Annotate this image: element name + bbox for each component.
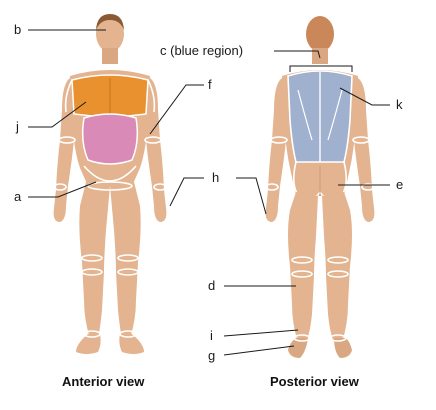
leader-g xyxy=(223,345,295,356)
leader-j xyxy=(28,101,87,128)
label-h: h xyxy=(212,170,220,185)
label-i: i xyxy=(210,328,213,343)
leader-c-bracket xyxy=(289,65,353,72)
anterior-right-foot xyxy=(119,334,144,354)
label-f: f xyxy=(208,77,212,92)
scapula-outline xyxy=(297,89,343,141)
posterior-right-leg xyxy=(322,192,352,342)
anterior-abdomen-region xyxy=(81,113,139,165)
anterior-left-foot xyxy=(76,334,101,354)
posterior-left-leg xyxy=(288,192,318,342)
leader-lines xyxy=(28,29,390,356)
label-b: b xyxy=(14,22,22,37)
caption-anterior: Anterior view xyxy=(62,374,145,389)
leader-f xyxy=(149,84,204,135)
anterior-left-leg xyxy=(79,182,110,338)
posterior-head xyxy=(306,16,334,52)
caption-posterior: Posterior view xyxy=(270,374,359,389)
leader-k xyxy=(339,87,390,106)
label-k: k xyxy=(396,97,403,112)
leader-i xyxy=(223,329,299,337)
label-d: d xyxy=(208,278,216,293)
label-a: a xyxy=(14,189,22,204)
leader-a xyxy=(28,181,97,198)
anterior-hair xyxy=(96,14,124,30)
label-c: c (blue region) xyxy=(160,43,244,58)
anterior-right-leg xyxy=(110,182,141,338)
posterior-region-outlines xyxy=(265,136,375,342)
leader-c-left xyxy=(274,50,321,59)
posterior-neck xyxy=(312,48,328,64)
anterior-figure xyxy=(53,14,167,354)
anterior-head xyxy=(96,16,124,52)
label-g: g xyxy=(208,348,216,363)
leader-h2 xyxy=(236,177,267,215)
leader-h xyxy=(169,177,204,207)
label-j: j xyxy=(16,119,19,134)
anterior-region-outlines xyxy=(53,79,167,338)
posterior-left-foot xyxy=(288,338,308,358)
label-e: e xyxy=(396,177,404,192)
posterior-right-foot xyxy=(334,338,352,358)
anterior-neck xyxy=(102,48,118,64)
posterior-figure xyxy=(265,16,375,358)
